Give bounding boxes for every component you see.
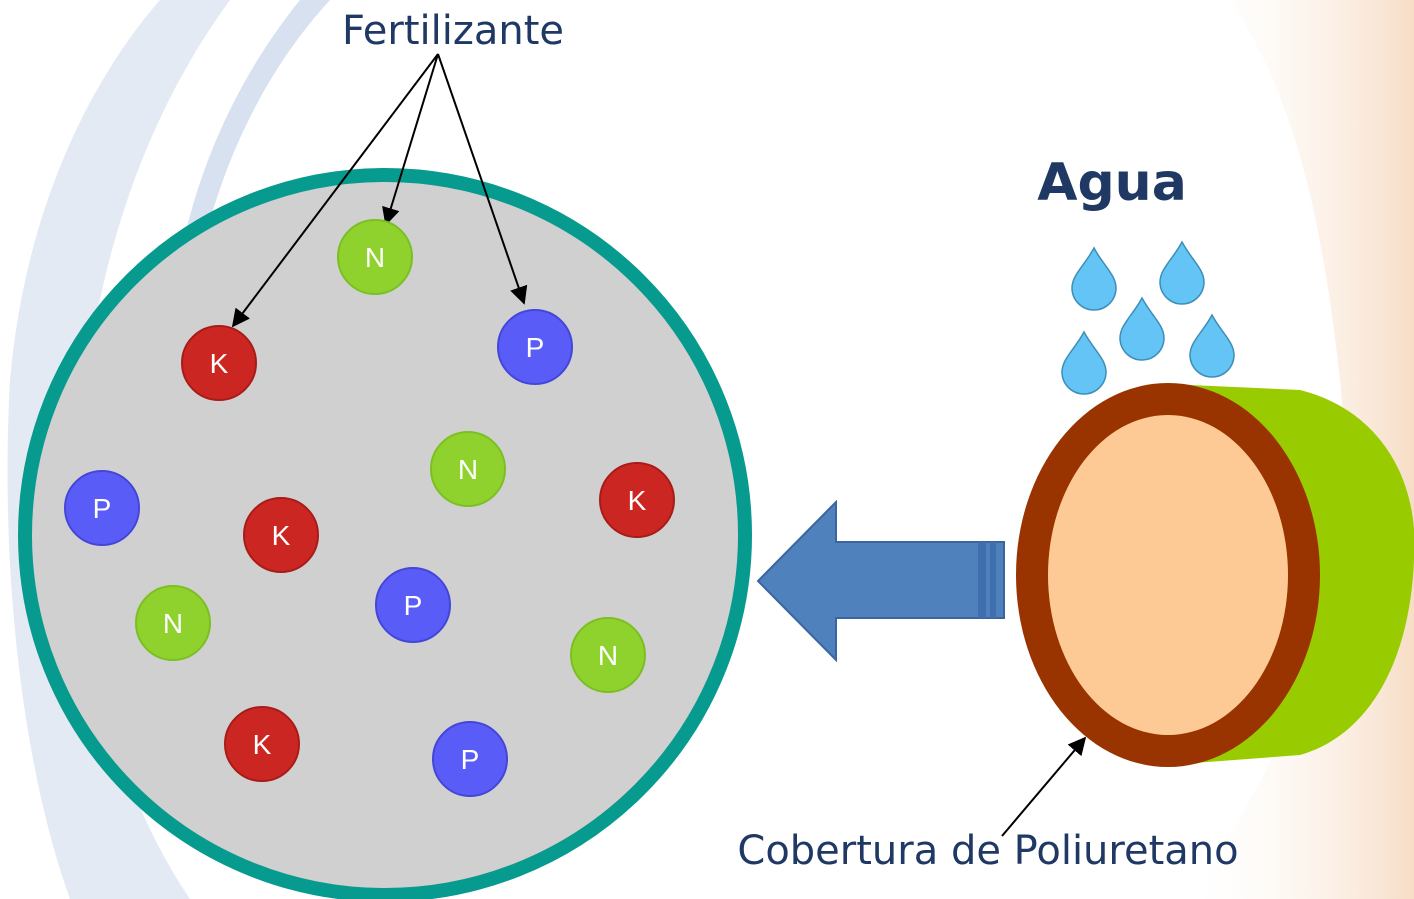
coated-granule xyxy=(1016,383,1414,767)
particle-n-right: N xyxy=(570,617,646,693)
svg-text:P: P xyxy=(93,493,112,524)
pointer-to-nitrogen xyxy=(382,53,439,226)
particle-n-left: N xyxy=(135,585,211,661)
coating-pointer xyxy=(1001,736,1087,837)
svg-text:K: K xyxy=(272,520,291,551)
pointer-to-phosphorus xyxy=(437,53,528,305)
particle-p-left: P xyxy=(64,470,140,546)
particle-k-middle: K xyxy=(243,497,319,573)
svg-text:K: K xyxy=(628,485,647,516)
svg-text:N: N xyxy=(163,608,183,639)
water-drop-icon xyxy=(1061,330,1107,395)
particle-p-top: P xyxy=(497,309,573,385)
svg-text:N: N xyxy=(458,454,478,485)
water-drops xyxy=(1061,240,1235,395)
svg-text:P: P xyxy=(461,744,480,775)
fertilizer-label: Fertilizante xyxy=(342,8,564,54)
water-drop-icon xyxy=(1119,296,1165,361)
water-label: Agua xyxy=(1037,153,1187,213)
svg-text:P: P xyxy=(526,332,545,363)
fertilizer-pointers xyxy=(231,53,528,328)
water-drop-icon xyxy=(1189,313,1235,378)
svg-text:P: P xyxy=(404,590,423,621)
coating-label: Cobertura de Poliuretano xyxy=(737,828,1238,874)
particle-k-right: K xyxy=(599,462,675,538)
particle-n-center: N xyxy=(430,431,506,507)
water-drop-icon xyxy=(1159,240,1205,305)
particle-n-top: N xyxy=(337,219,413,295)
pointer-to-potassium xyxy=(231,53,439,328)
svg-text:N: N xyxy=(598,640,618,671)
particle-k-top: K xyxy=(181,325,257,401)
svg-text:N: N xyxy=(365,242,385,273)
water-drop-icon xyxy=(1071,246,1117,311)
particle-p-bottom: P xyxy=(432,721,508,797)
particle-group: N K P N P K K N P N K P xyxy=(64,219,675,797)
particle-p-center: P xyxy=(375,567,451,643)
granule-core xyxy=(1048,415,1288,735)
flow-arrow xyxy=(756,499,1005,663)
svg-text:K: K xyxy=(253,729,272,760)
particle-k-bottom: K xyxy=(224,706,300,782)
svg-text:K: K xyxy=(210,348,229,379)
